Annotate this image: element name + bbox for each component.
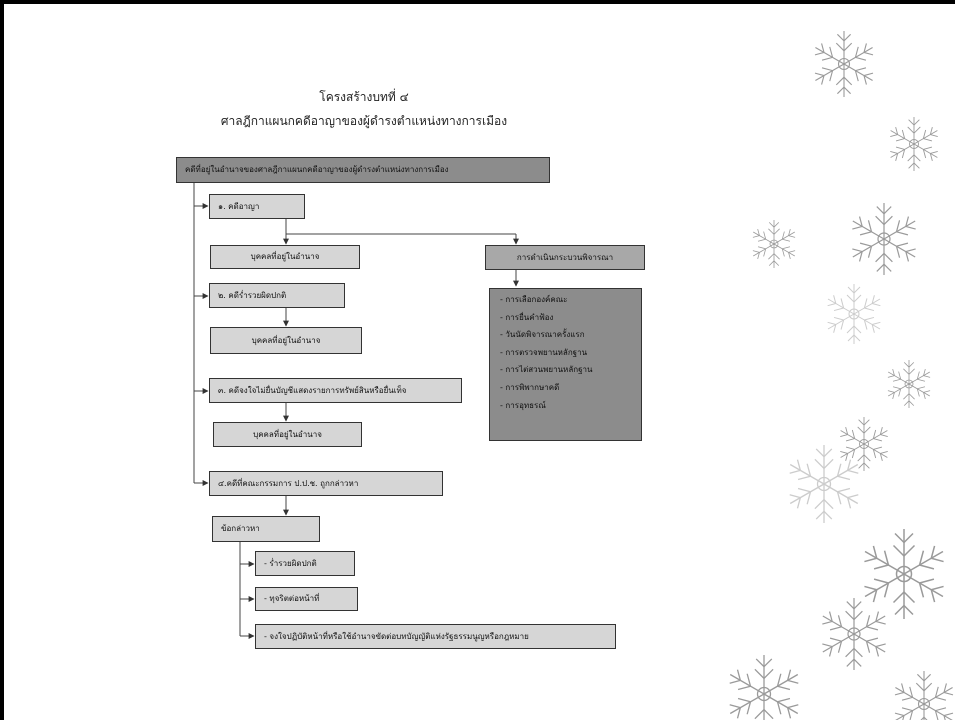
allegation-item-box: - จงใจปฏิบัติหน้าที่หรือใช้อำนาจขัดต่อบท… <box>255 624 616 649</box>
case-nacc-box: ๔.คดีที่คณะกรรมการ ป.ป.ช. ถูกกล่าวหา <box>209 471 443 496</box>
page-title: โครงสร้างบทที่ ๔ <box>319 90 409 104</box>
case-wealth-box: ๒. คดีร่ำรวยผิดปกติ <box>209 283 345 308</box>
process-step: - การตรวจพยานหลักฐาน <box>500 347 588 357</box>
root-box: คดีที่อยู่ในอำนาจของศาลฎีกาแผนกคดีอาญาขอ… <box>176 157 550 183</box>
process-step: - การยื่นคำฟ้อง <box>500 312 554 322</box>
process-step: - การอุทธรณ์ <box>500 400 546 410</box>
case-criminal-box: ๑. คดีอาญา <box>209 194 305 219</box>
allegation-box: ข้อกล่าวหา <box>212 516 320 542</box>
allegation-item-box: - ร่ำรวยผิดปกติ <box>255 551 355 576</box>
persons-box-2: บุคคลที่อยู่ในอำนาจ <box>210 327 362 354</box>
process-steps-box: - การเลือกองค์คณะ - การยื่นคำฟ้อง - วันน… <box>489 288 642 441</box>
persons-box-1: บุคคลที่อยู่ในอำนาจ <box>210 245 360 269</box>
persons-box-3: บุคคลที่อยู่ในอำนาจ <box>213 422 362 447</box>
page-subtitle: ศาลฎีกาแผนกคดีอาญาของผู้ดำรงตำแหน่งทางกา… <box>220 114 508 128</box>
process-step: - วันนัดพิจารณาครั้งแรก <box>500 330 585 340</box>
allegation-item-box: - ทุจริตต่อหน้าที่ <box>255 587 358 611</box>
process-step: - การไต่สวนพยานหลักฐาน <box>500 365 593 375</box>
process-box: การดำเนินกระบวนพิจารณา <box>485 245 645 270</box>
diagram-connectors <box>193 183 519 639</box>
case-asset-declaration-box: ๓. คดีจงใจไม่ยื่นบัญชีแสดงรายการทรัพย์สิ… <box>209 378 462 403</box>
process-step: - การพิพากษาคดี <box>500 382 560 392</box>
process-step: - การเลือกองค์คณะ <box>500 295 568 304</box>
